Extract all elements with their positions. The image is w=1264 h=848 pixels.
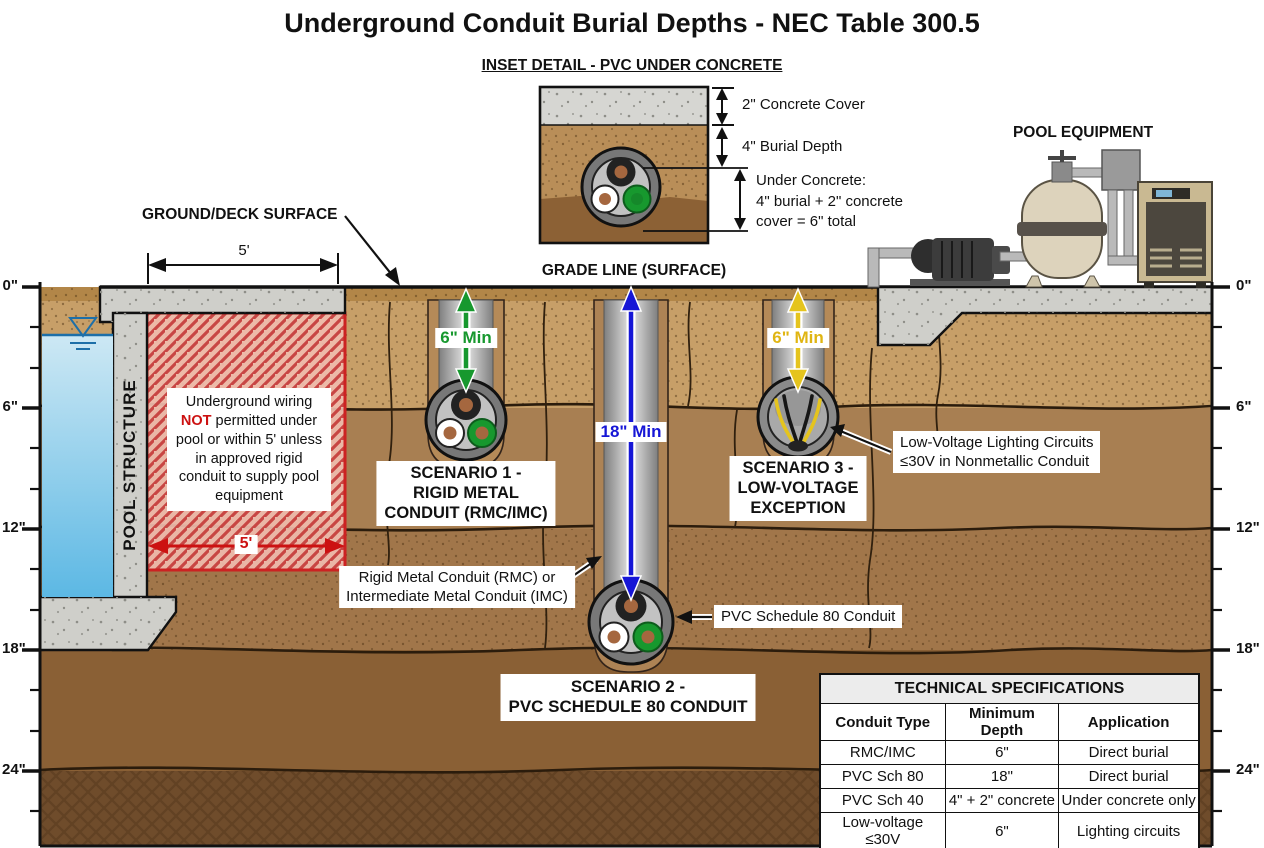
scenario3-min-depth: 6" Min <box>767 328 829 349</box>
depth-label-left-24: 24" <box>2 761 26 778</box>
scenario2-name: SCENARIO 2 - PVC SCHEDULE 80 CONDUIT <box>500 674 756 721</box>
depth-label-left-0: 0" <box>2 277 18 294</box>
depth-ruler-left <box>22 282 42 846</box>
deck-width-dim-label: 5' <box>238 242 250 259</box>
restriction-note: Underground wiring NOT permitted under p… <box>167 388 331 512</box>
spec-row-lowvoltage: Low-voltage ≤30V 6" Lighting circuits <box>819 812 1200 848</box>
grade-line-label: GRADE LINE (SURFACE) <box>541 262 727 279</box>
inset-burial-depth-label: 4" Burial Depth <box>742 138 843 155</box>
depth-label-left-6: 6" <box>2 398 18 415</box>
scenario1-conduit <box>424 299 508 462</box>
pvc80-callout: PVC Schedule 80 Conduit <box>714 605 903 629</box>
water-level-icon <box>68 317 98 350</box>
inset-heading: INSET DETAIL - PVC UNDER CONCRETE <box>481 57 783 74</box>
low-voltage-callout: Low-Voltage Lighting Circuits ≤30V in No… <box>893 431 1101 474</box>
pool-structure-label: POOL STRUCTURE <box>119 379 139 551</box>
inset-detail-graphic <box>538 85 748 245</box>
scenario1-name: SCENARIO 1 - RIGID METAL CONDUIT (RMC/IM… <box>376 461 556 527</box>
ground-deck-leader <box>344 215 400 286</box>
ground-deck-surface-label: GROUND/DECK SURFACE <box>142 206 338 223</box>
depth-ruler-right <box>1210 282 1230 846</box>
technical-specifications-table: TECHNICAL SPECIFICATIONS Conduit Type Mi… <box>819 673 1200 848</box>
spec-col-min-depth: Minimum Depth <box>944 703 1060 741</box>
restriction-width-dim-label: 5' <box>234 535 258 554</box>
depth-label-left-18: 18" <box>2 640 26 657</box>
rmc-imc-callout: Rigid Metal Conduit (RMC) or Intermediat… <box>339 566 575 609</box>
not-word: NOT <box>180 412 212 429</box>
pool-equipment-label: POOL EQUIPMENT <box>1012 124 1154 141</box>
spec-col-conduit-type: Conduit Type <box>819 703 946 741</box>
spec-col-application: Application <box>1058 703 1200 741</box>
scenario3-name: SCENARIO 3 - LOW-VOLTAGE EXCEPTION <box>729 456 867 522</box>
inset-under-concrete-label: Under Concrete: 4" burial + 2" concrete … <box>756 172 903 230</box>
depth-label-right-6: 6" <box>1236 398 1252 415</box>
scenario2-min-depth: 18" Min <box>595 422 667 443</box>
spec-row-pvc80: PVC Sch 80 18" Direct burial <box>819 764 1200 789</box>
low-voltage-cables <box>774 394 822 452</box>
spec-row-pvc40: PVC Sch 40 4" + 2" concrete Under concre… <box>819 788 1200 813</box>
depth-label-left-12: 12" <box>2 519 26 536</box>
depth-label-right-0: 0" <box>1236 277 1252 294</box>
scenario2-depth-arrow <box>619 285 643 602</box>
deck-width-dimension <box>147 253 339 284</box>
scenario1-min-depth: 6" Min <box>435 328 497 349</box>
pool-equipment-graphic <box>867 149 1213 288</box>
spec-table-title: TECHNICAL SPECIFICATIONS <box>819 673 1200 704</box>
page-title: Underground Conduit Burial Depths - NEC … <box>284 8 980 38</box>
spec-row-rmc: RMC/IMC 6" Direct burial <box>819 740 1200 765</box>
depth-label-right-24: 24" <box>1236 761 1260 778</box>
depth-label-right-12: 12" <box>1236 519 1260 536</box>
pool-water <box>42 335 113 597</box>
inset-concrete-cover-label: 2" Concrete Cover <box>742 96 865 113</box>
depth-label-right-18: 18" <box>1236 640 1260 657</box>
